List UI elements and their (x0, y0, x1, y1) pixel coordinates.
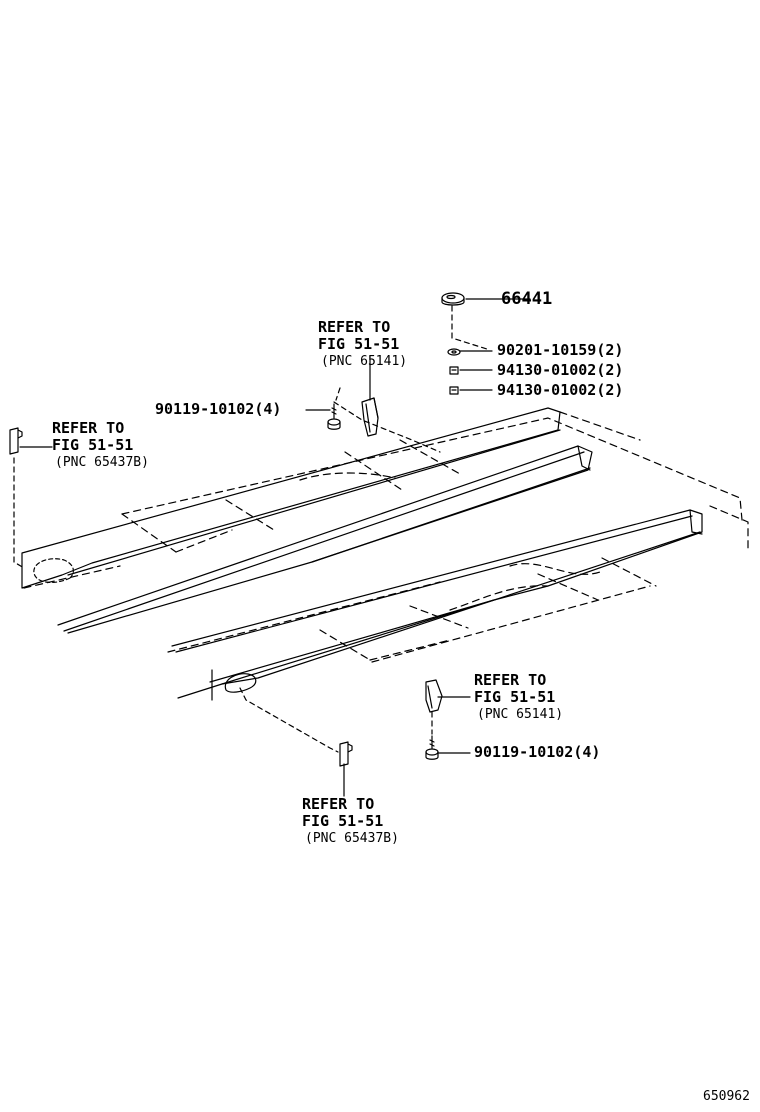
refer-line-1: REFER TO (474, 671, 547, 689)
clip-icon-bottom[interactable] (425, 679, 443, 713)
washer-icon[interactable] (447, 348, 461, 356)
refer-line-3: (PNC 65141) (321, 354, 408, 369)
nut-icon-2[interactable] (449, 386, 459, 395)
part-number-94130-01002-a[interactable]: 94130-01002(2) (497, 361, 624, 379)
dashed-outlines (23, 411, 749, 663)
refer-line-2: FIG 51-51 (52, 436, 134, 454)
retainer-icon[interactable] (441, 292, 465, 306)
bolt-icon-bottom[interactable] (425, 735, 439, 760)
refer-line-1: REFER TO (52, 419, 125, 437)
refer-line-2: FIG 51-51 (474, 688, 556, 706)
nut-icon-1[interactable] (449, 366, 459, 375)
bracket-icon-left[interactable] (9, 427, 23, 455)
refer-line-1: REFER TO (318, 318, 391, 336)
refer-line-1: REFER TO (302, 795, 375, 813)
part-number-90201-10159[interactable]: 90201-10159(2) (497, 341, 624, 359)
part-number-66441[interactable]: 66441 (501, 289, 553, 309)
clip-icon-top[interactable] (361, 397, 379, 437)
refer-line-3: (PNC 65141) (477, 707, 564, 722)
illustration-number: 650962 (703, 1089, 750, 1104)
upper-rail-assembly (21, 407, 593, 634)
part-number-90119-10102-top[interactable]: 90119-10102(4) (155, 400, 282, 418)
lower-rail-assembly (171, 509, 703, 701)
assembly-dashed-lines (13, 305, 491, 753)
part-number-94130-01002-b[interactable]: 94130-01002(2) (497, 381, 624, 399)
refer-line-2: FIG 51-51 (318, 335, 400, 353)
leader-lines (19, 298, 531, 797)
part-number-90119-10102-bottom[interactable]: 90119-10102(4) (474, 743, 601, 761)
refer-line-3: (PNC 65437B) (305, 831, 399, 846)
bolt-icon-top[interactable] (327, 403, 341, 430)
refer-line-2: FIG 51-51 (302, 812, 384, 830)
bracket-icon-bottom[interactable] (339, 741, 353, 767)
refer-line-3: (PNC 65437B) (55, 455, 149, 470)
